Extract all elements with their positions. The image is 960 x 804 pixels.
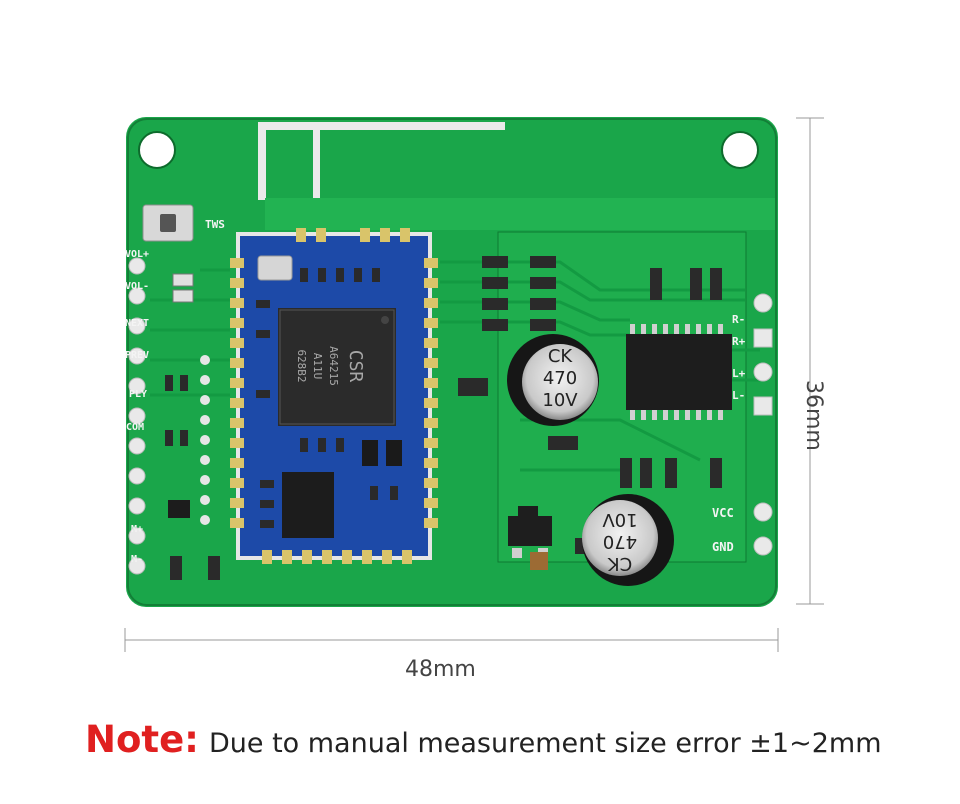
cap2-capacitance: 470 <box>603 531 637 552</box>
label-vol-minus: VOL- <box>125 281 149 292</box>
transistor <box>168 500 190 518</box>
height-dimension: 36mm <box>801 380 826 451</box>
csr-chip <box>278 308 396 426</box>
electrolytic-capacitor-2: CK 470 10V <box>582 494 674 586</box>
note-text: Due to manual measurement size error ±1~… <box>208 728 882 759</box>
cap1-brand: CK <box>548 346 574 367</box>
height-dimension-line <box>796 117 824 605</box>
led <box>172 289 194 303</box>
label-left-plus: L+ <box>732 367 746 380</box>
chip-line2: A11U <box>311 353 324 380</box>
crystal-oscillator <box>257 255 293 281</box>
label-vol-plus: VOL+ <box>125 249 149 260</box>
label-prev: PREV <box>125 350 149 361</box>
cap1-voltage: 10V <box>542 390 578 411</box>
sot-ic <box>282 472 334 538</box>
cap2-voltage: 10V <box>602 509 638 530</box>
label-right-plus: R+ <box>732 335 746 348</box>
label-mic-minus: M- <box>131 554 143 565</box>
label-next: NEXT <box>125 318 149 329</box>
label-right-minus: R- <box>732 313 745 326</box>
measurement-note: Note: Due to manual measurement size erro… <box>85 718 882 761</box>
voltage-regulator <box>508 506 552 570</box>
label-left-minus: L- <box>732 389 745 402</box>
cap1-capacitance: 470 <box>543 368 577 389</box>
amplifier-ic <box>626 324 732 420</box>
mounting-hole <box>139 132 175 168</box>
label-tws: TWS <box>205 218 225 231</box>
electrolytic-capacitor-1: CK 470 10V <box>507 334 599 426</box>
width-dimension: 48mm <box>405 657 476 682</box>
label-mic-plus: M+ <box>131 524 143 535</box>
resistor-array <box>458 256 722 554</box>
chip-line3: 628B2 <box>295 349 308 382</box>
chip-brand: CSR <box>345 350 366 383</box>
label-vcc: VCC <box>712 506 734 520</box>
cap2-brand: CK <box>607 553 633 574</box>
bluetooth-module: CSR A64215 A11U 628B2 <box>230 228 438 564</box>
chip-model: A64215 <box>327 346 340 386</box>
label-com: COM <box>126 422 144 433</box>
left-solder-pads <box>128 257 146 575</box>
width-dimension-line <box>124 628 779 652</box>
led <box>172 273 194 287</box>
label-ply: PLY <box>129 389 147 400</box>
mounting-hole <box>722 132 758 168</box>
label-gnd: GND <box>712 540 734 554</box>
tws-push-button <box>142 204 194 242</box>
note-prefix: Note: <box>85 718 199 761</box>
right-solder-pads <box>753 293 773 556</box>
